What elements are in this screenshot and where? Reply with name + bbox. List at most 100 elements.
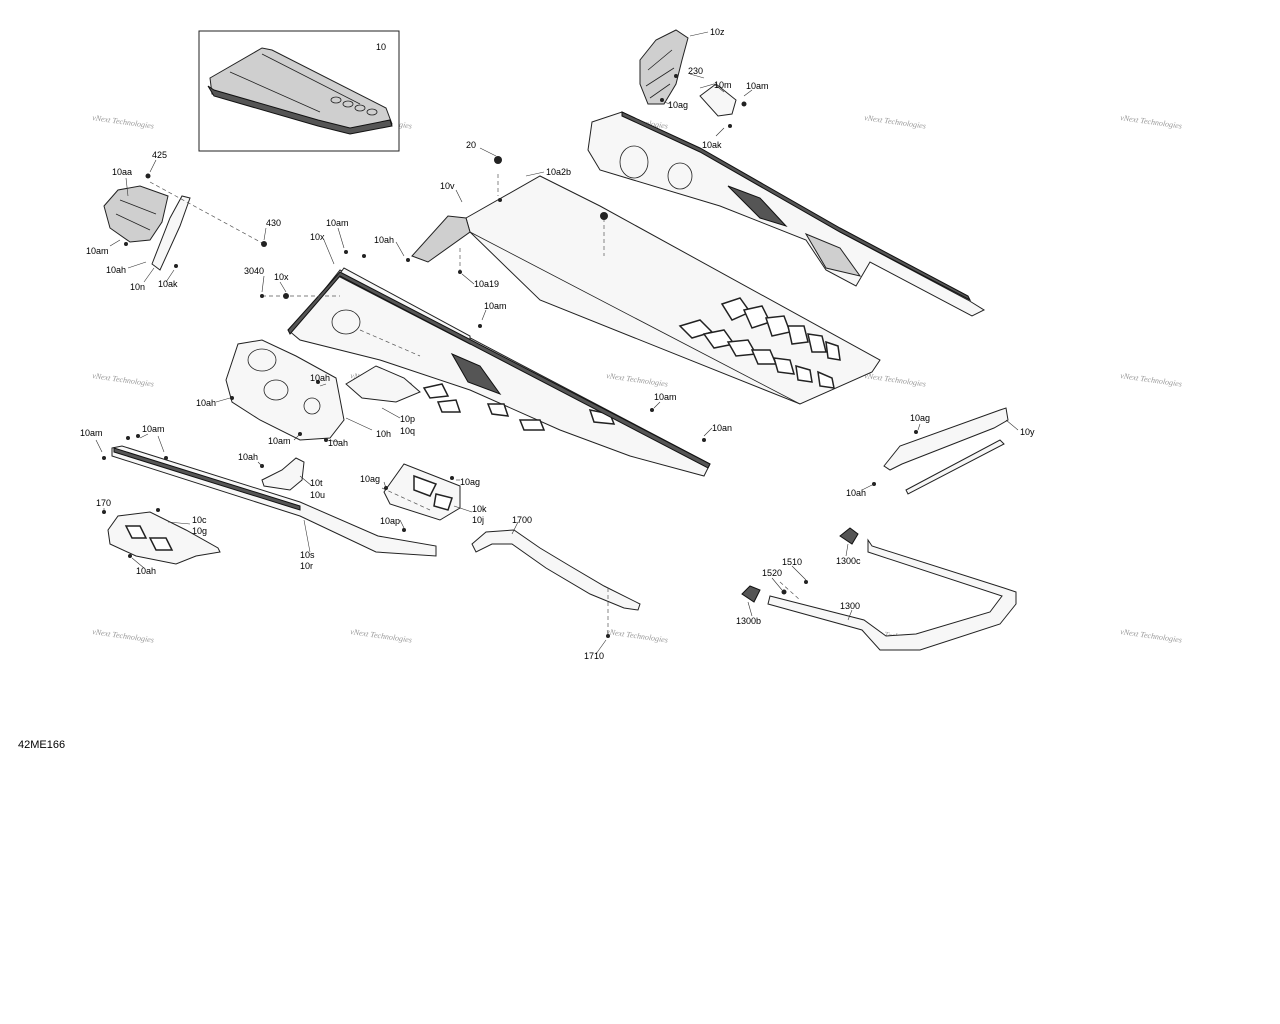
label-3040: 3040 [244,266,264,276]
strip-10y [905,439,1005,495]
watermark: vNext Technologies [864,371,927,389]
label-10v: 10v [440,181,455,191]
bracket-10m [699,83,737,117]
label-10ag: 10ag [668,100,688,110]
label-1300c: 1300c [836,556,861,566]
label-20: 20 [466,140,476,150]
label-10q: 10q [400,426,415,436]
left-side-panel [287,267,711,477]
bracket-10aa [103,185,169,243]
rear-bumper-1700 [471,529,641,611]
right-side-panel [587,111,986,317]
rear-bumper-1300 [741,527,1017,651]
label-10ap: 10ap [380,516,400,526]
label-10m: 10m [714,80,732,90]
diagram-code: 42ME166 [18,739,66,751]
label-10s: 10s [300,550,315,560]
label-10ah: 10ah [136,566,156,576]
inset-rail [207,85,393,135]
bracket-10y-body [883,407,1009,471]
label-425: 425 [152,150,167,160]
label-10ag: 10ag [360,474,380,484]
label-10am: 10am [80,428,103,438]
label-10p: 10p [400,414,415,424]
label-10y: 10y [1020,427,1035,437]
label-10ah: 10ah [374,235,394,245]
watermark: vNext Technologies [1120,371,1183,389]
watermark: vNext Technologies [92,371,155,389]
bumper-1300-body [767,538,1017,651]
plate-10k [383,463,461,521]
watermark: vNext Technologies [92,113,155,131]
label-10am: 10am [268,436,291,446]
bracket-10t [261,457,305,491]
label-10z: 10z [710,27,725,37]
front-plate [225,339,421,441]
bracket-10p [345,365,421,403]
callout-labels: 10 10z 230 10m 10am 10ag 10ak 425 10aa 1… [80,27,1035,661]
label-430: 430 [266,218,281,228]
label-10n: 10n [130,282,145,292]
label-10am: 10am [86,246,109,256]
watermark: vNext Technologies [1120,627,1183,645]
bracket-10y [883,407,1009,495]
label-10c: 10c [192,515,207,525]
label-10ah: 10ah [106,265,126,275]
label-1710: 1710 [584,651,604,661]
label-1700: 1700 [512,515,532,525]
slide-rail [111,445,437,557]
cap-1300c [839,527,859,545]
label-10r: 10r [300,561,313,571]
label-10aa: 10aa [112,167,132,177]
label-10am: 10am [142,424,165,434]
top-right-bracket [639,29,737,117]
assembly-lines [149,174,801,634]
label-10am: 10am [654,392,677,402]
label-10: 10 [376,42,386,52]
label-10g: 10g [192,526,207,536]
label-10ah: 10ah [196,398,216,408]
watermark: vNext Technologies [864,113,927,131]
label-10a19: 10a19 [474,279,499,289]
side-panel-left-body [287,269,711,477]
watermark: vNext Technologies [606,371,669,389]
assembly-inset [198,30,400,152]
label-10am: 10am [484,301,507,311]
label-10h: 10h [376,429,391,439]
cap-1300b [741,585,761,603]
label-1510: 1510 [782,557,802,567]
label-10u: 10u [310,490,325,500]
label-10ah: 10ah [328,438,348,448]
bracket-10t-body [261,457,305,491]
tunnel-top-plate-body [465,175,881,405]
tunnel-top-plate [411,175,881,405]
label-10am: 10am [326,218,349,228]
label-10j: 10j [472,515,484,525]
label-10ah: 10ah [310,373,330,383]
label-1300b: 1300b [736,616,761,626]
label-10ah: 10ah [846,488,866,498]
front-cover-10v [411,215,471,263]
watermark: vNext Technologies [350,627,413,645]
label-10x: 10x [274,272,289,282]
label-10an: 10an [712,423,732,433]
label-1300: 1300 [840,601,860,611]
label-10ak: 10ak [702,140,722,150]
fasteners [102,74,918,638]
label-10x: 10x [310,232,325,242]
label-10k: 10k [472,504,487,514]
label-10t: 10t [310,478,323,488]
watermark: vNext Technologies [1120,113,1183,131]
leader-lines [95,31,1019,655]
label-10a2b: 10a2b [546,167,571,177]
label-10ah: 10ah [238,452,258,462]
bracket-10z [639,29,689,105]
plate-10c [107,511,221,565]
plate-cutouts [678,297,841,389]
left-bracket [103,185,191,271]
label-170: 170 [96,498,111,508]
label-1520: 1520 [762,568,782,578]
label-10am: 10am [746,81,769,91]
watermark: vNext Technologies [92,627,155,645]
